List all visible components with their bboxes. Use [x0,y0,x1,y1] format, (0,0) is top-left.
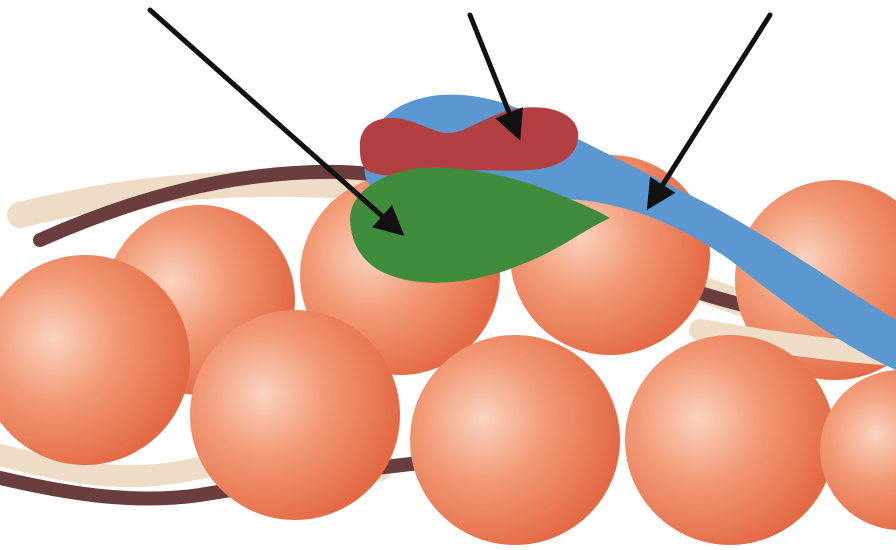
cell [625,335,835,545]
cell [190,310,400,520]
cell [410,335,620,545]
